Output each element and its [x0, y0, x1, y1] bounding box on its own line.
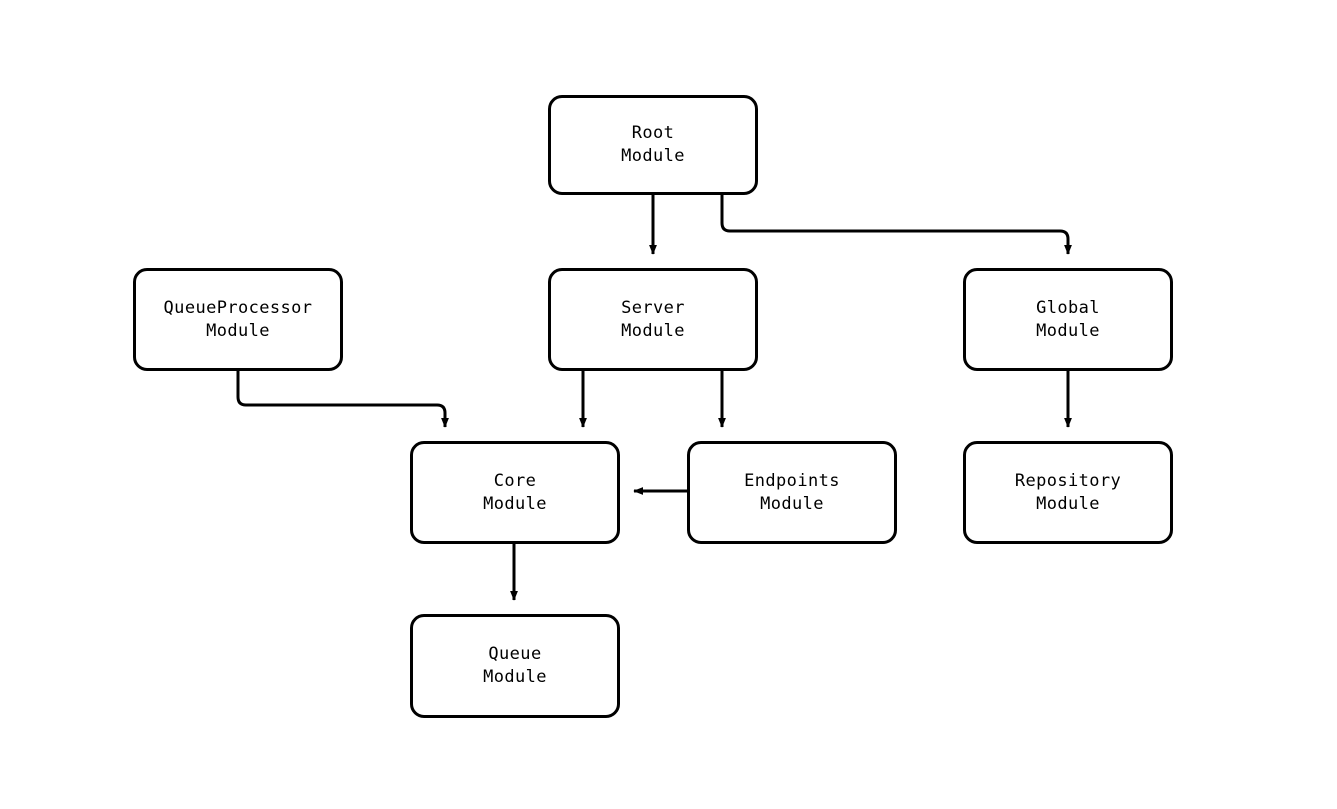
node-repository-line1: Repository [1014, 470, 1122, 491]
node-queue[interactable]: Queue Module [410, 614, 620, 718]
node-server[interactable]: Server Module [548, 268, 758, 371]
edge-queueprocessor-core [236, 371, 449, 428]
node-global[interactable]: Global Module [963, 268, 1173, 371]
node-root[interactable]: Root Module [548, 95, 758, 195]
edge-root-global [720, 195, 1072, 255]
node-repository[interactable]: Repository Module [963, 441, 1173, 544]
node-global-line2: Module [1036, 320, 1100, 341]
node-queue-line2: Module [483, 667, 547, 687]
node-root-line1: Root [631, 123, 675, 143]
node-core[interactable]: Core Module [410, 441, 620, 544]
node-endpoints-line2: Module [760, 493, 824, 514]
node-endpoints[interactable]: Endpoints Module [687, 441, 897, 544]
node-root-line2: Module [621, 146, 685, 166]
node-endpoints-line1: Endpoints [744, 470, 840, 491]
node-queueprocessor-line1: QueueProcessor [163, 297, 313, 318]
node-server-line1: Server [621, 297, 685, 318]
node-global-line1: Global [1036, 297, 1100, 318]
node-server-line2: Module [621, 320, 685, 341]
node-queueprocessor[interactable]: QueueProcessor Module [133, 268, 343, 371]
node-core-line1: Core [493, 470, 537, 491]
node-repository-line2: Module [1036, 493, 1100, 514]
node-queueprocessor-line2: Module [206, 320, 270, 341]
node-queue-line1: Queue [488, 644, 542, 664]
node-core-line2: Module [483, 493, 547, 514]
